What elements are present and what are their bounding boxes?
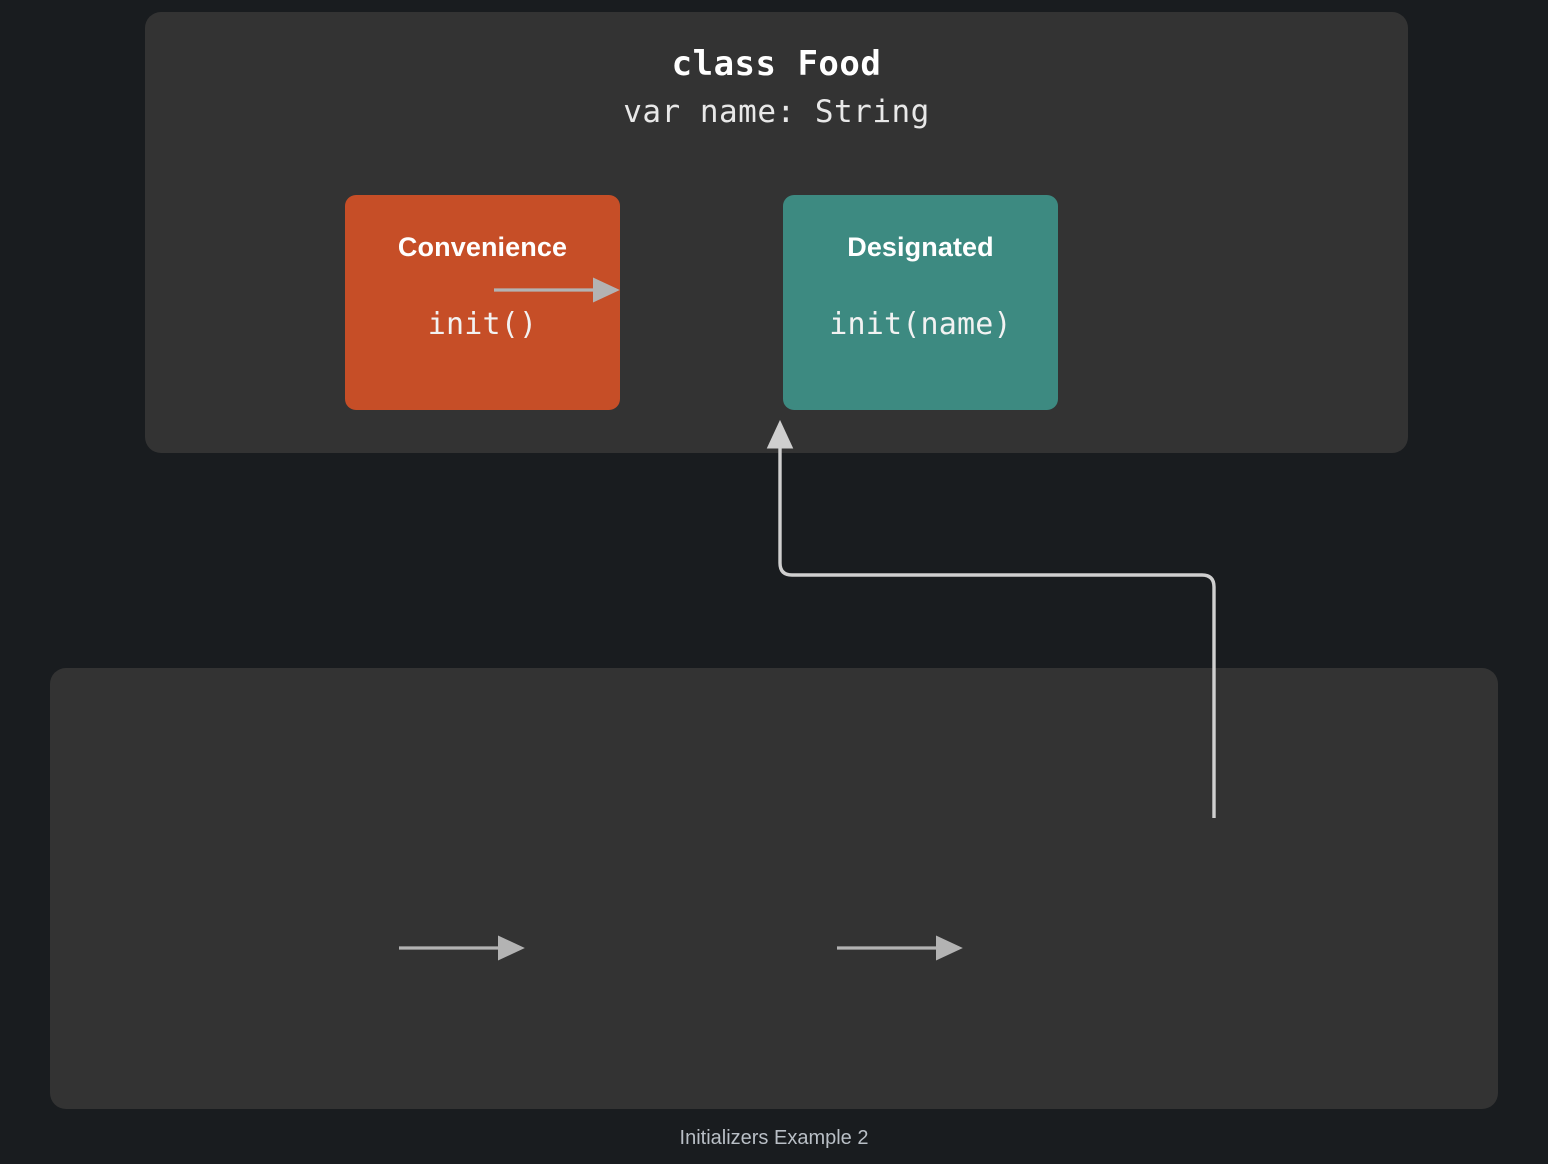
figure-caption: Initializers Example 2 bbox=[679, 1127, 869, 1149]
initializer-signature-label: init(name) bbox=[829, 307, 1012, 342]
initializer-kind-label: Designated bbox=[847, 232, 994, 262]
initializer-signature-label: init() bbox=[427, 307, 538, 342]
initializer-box-food-convenience[interactable]: Convenience init() bbox=[345, 195, 620, 410]
class-panel-food: class Food var name: String Convenience … bbox=[145, 12, 1408, 453]
class-panel-recipe: Inherited init() Convenience init(name) … bbox=[50, 668, 1498, 1109]
class-property: var name: String bbox=[623, 93, 930, 130]
initializer-kind-label: Convenience bbox=[397, 232, 568, 262]
initializer-box-food-designated[interactable]: Designated init(name) bbox=[783, 195, 1058, 410]
class-declaration: class Food bbox=[671, 44, 882, 84]
class-header-food: class Food var name: String bbox=[145, 42, 1408, 133]
